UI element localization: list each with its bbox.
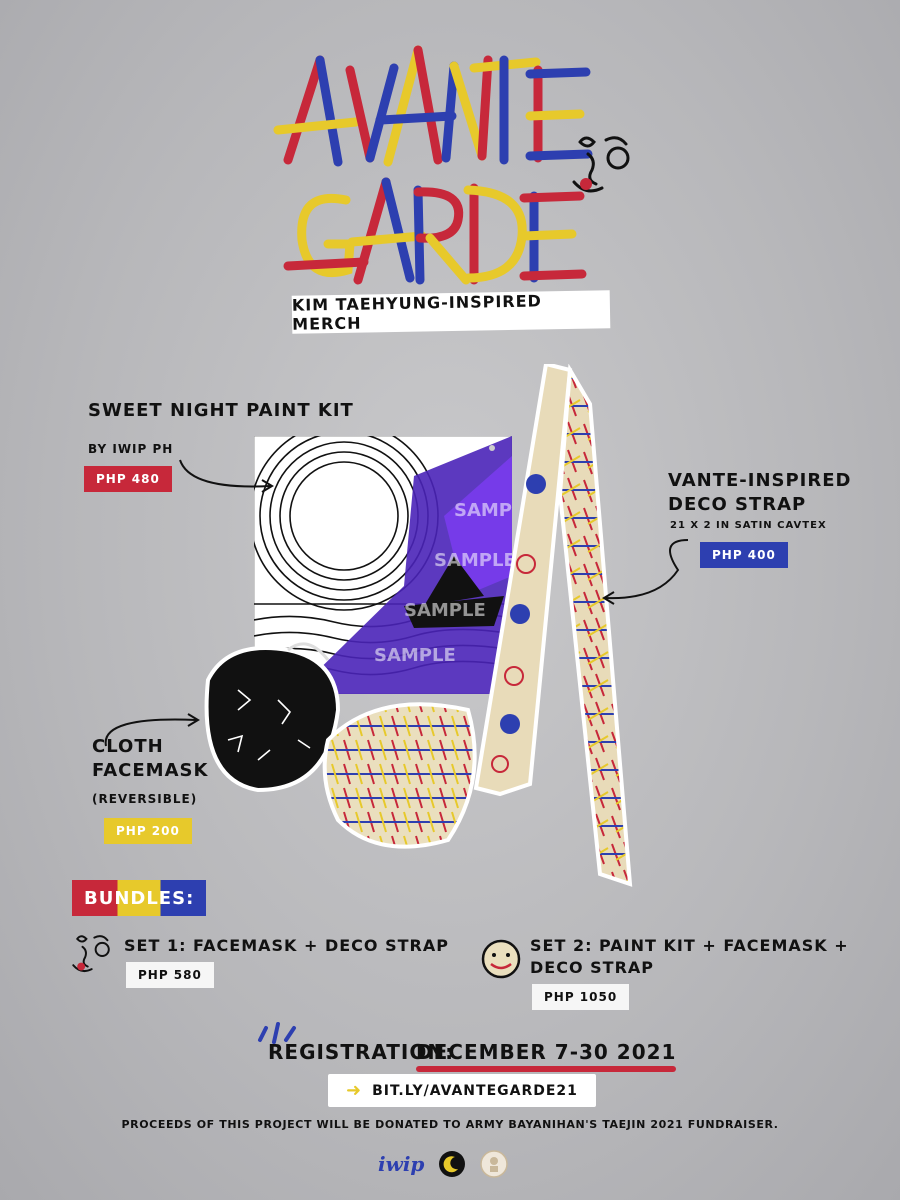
- face-doodle-icon: [572, 136, 630, 193]
- registration-dates: DECEMBER 7-30 2021: [416, 1040, 677, 1064]
- paint-kit-sub: BY IWIP PH: [88, 442, 174, 456]
- set2-label-2: DECO STRAP: [530, 958, 654, 977]
- deco-strap-title-1: VANTE-INSPIRED: [668, 470, 852, 491]
- registration-link-text[interactable]: BIT.LY/AVANTEGARDE21: [372, 1082, 578, 1099]
- paint-kit-price: PHP 480: [84, 466, 172, 492]
- page-subtitle: KIM TAEHYUNG-INSPIRED MERCH: [291, 290, 611, 334]
- set2-icon: [481, 939, 521, 979]
- set2-label-1: SET 2: PAINT KIT + FACEMASK +: [530, 936, 849, 955]
- watermark-3: SAMPLE: [404, 600, 486, 621]
- title-logo: [273, 45, 593, 285]
- watermark-4: SAMPLE: [374, 645, 456, 666]
- arrow-right-icon: ➜: [346, 1080, 363, 1101]
- deco-strap-sub: 21 X 2 IN SATIN CAVTEX: [670, 520, 827, 531]
- moon-logo-icon: [439, 1151, 466, 1177]
- black-facemask-image: [204, 642, 341, 793]
- iwip-logo: iwip: [378, 1152, 425, 1176]
- yellow-facemask-image: [322, 702, 477, 849]
- footer-note: PROCEEDS OF THIS PROJECT WILL BE DONATED…: [121, 1118, 779, 1131]
- facemask-sub: (REVERSIBLE): [92, 792, 198, 806]
- facemask-price: PHP 200: [104, 818, 192, 844]
- registration-label: REGISTRATION:: [268, 1040, 455, 1064]
- watermark-2: SAMPLE: [434, 550, 512, 571]
- bundles-heading-text: BUNDLES:: [84, 887, 195, 909]
- arrow-deco-strap: [602, 539, 689, 605]
- sparkle-doodle-icon: [258, 1022, 296, 1044]
- deco-strap-image: [473, 364, 633, 887]
- arrow-facemask: [104, 713, 200, 747]
- deco-strap-price: PHP 400: [700, 542, 788, 568]
- partner-logos: iwip: [378, 1150, 509, 1178]
- set1-icon: [72, 935, 110, 973]
- registration-dates-wrap: DECEMBER 7-30 2021: [416, 1040, 677, 1072]
- watermark-1: SAMPLE: [454, 500, 512, 521]
- registration-underline: [416, 1066, 677, 1072]
- deco-strap-title-2: DECO STRAP: [668, 494, 807, 515]
- arrow-paint-kit: [179, 459, 274, 493]
- army-bayanihan-logo-icon: [480, 1150, 509, 1178]
- bundles-heading: BUNDLES:: [72, 880, 207, 916]
- set2-price: PHP 1050: [532, 984, 630, 1010]
- facemask-title-2: FACEMASK: [92, 760, 209, 781]
- registration-link[interactable]: ➜ BIT.LY/AVANTEGARDE21: [328, 1074, 596, 1107]
- set1-price: PHP 580: [126, 962, 214, 988]
- paint-kit-title: SWEET NIGHT PAINT KIT: [88, 400, 354, 421]
- facemask-title-1: CLOTH: [92, 736, 164, 757]
- set1-label: SET 1: FACEMASK + DECO STRAP: [124, 936, 449, 955]
